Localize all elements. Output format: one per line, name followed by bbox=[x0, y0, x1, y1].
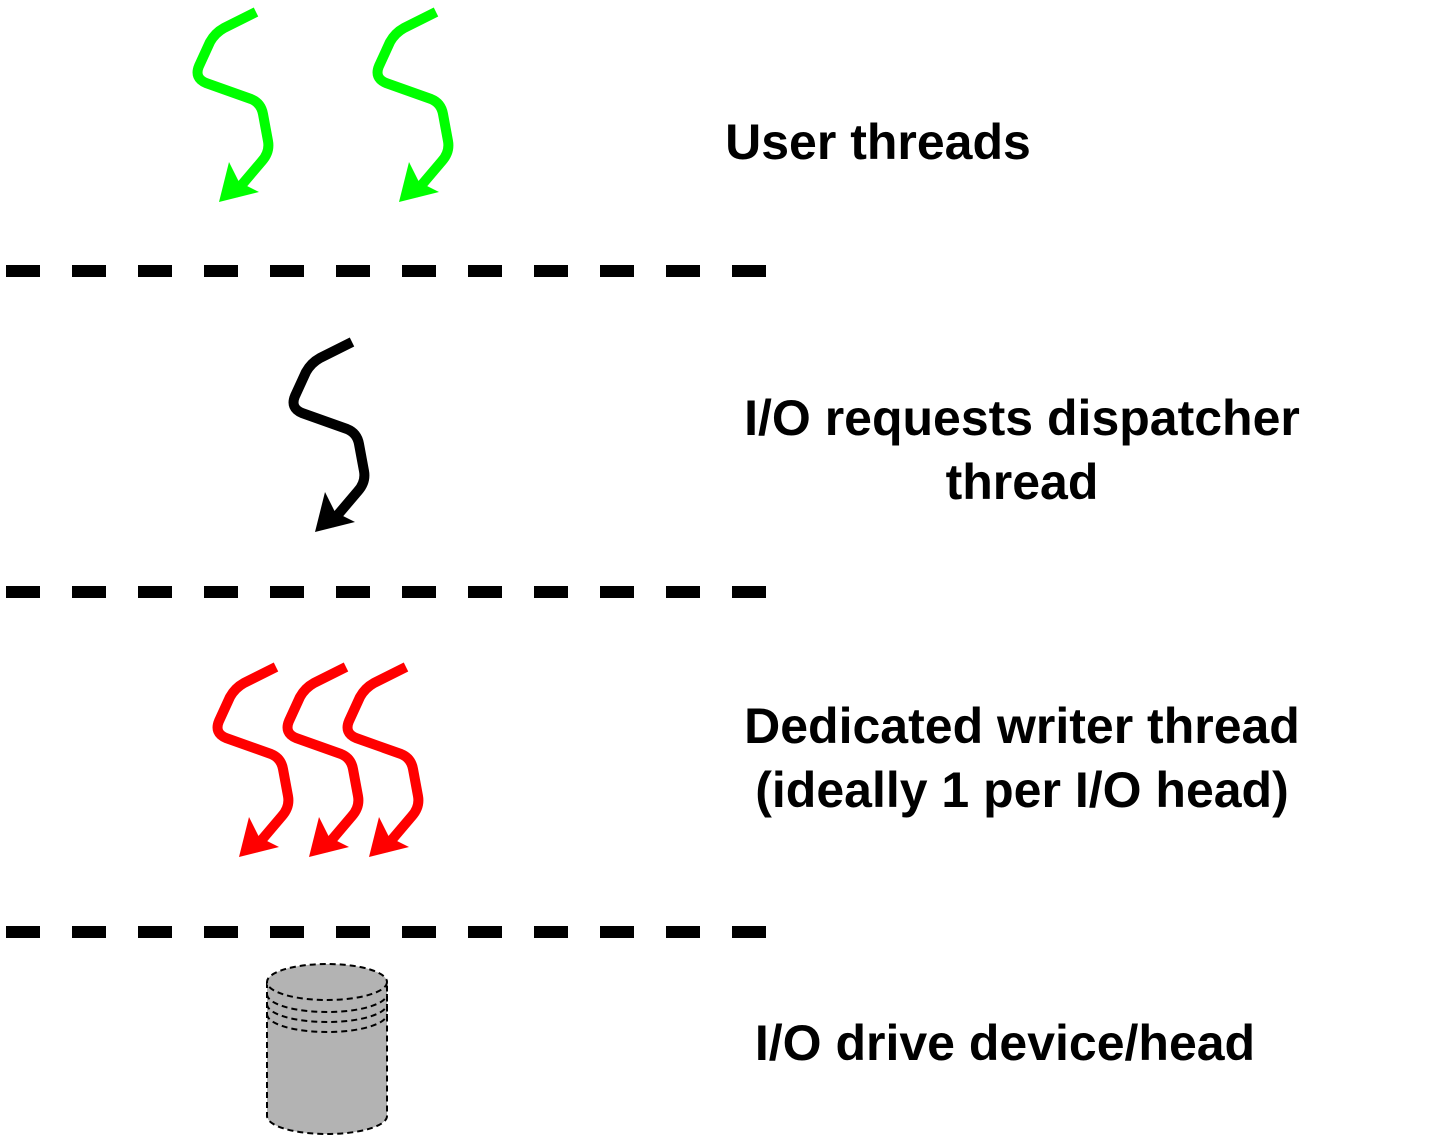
label-line: User threads bbox=[725, 114, 1031, 170]
user-threads-group bbox=[198, 12, 449, 202]
device-label: I/O drive device/head bbox=[700, 1011, 1310, 1075]
user-thread-icon bbox=[198, 12, 269, 202]
writer-thread-icon bbox=[288, 667, 359, 857]
user-thread-icon bbox=[378, 12, 449, 202]
label-line: thread bbox=[945, 454, 1099, 510]
label-line: Dedicated writer thread bbox=[744, 698, 1300, 754]
label-line: I/O drive device/head bbox=[754, 1015, 1256, 1071]
dispatcher-thread-icon bbox=[294, 342, 365, 532]
writer-threads-group bbox=[218, 667, 419, 857]
label-line: (ideally 1 per I/O head) bbox=[755, 762, 1289, 818]
writer-thread-label: Dedicated writer thread (ideally 1 per I… bbox=[712, 694, 1332, 822]
dispatcher-thread-label: I/O requests dispatcher thread bbox=[712, 386, 1332, 514]
dispatcher-thread-group bbox=[294, 342, 365, 532]
user-threads-label: User threads bbox=[708, 110, 1048, 174]
writer-thread-icon bbox=[348, 667, 419, 857]
label-line: I/O requests dispatcher bbox=[744, 390, 1300, 446]
disk-cylinder-icon bbox=[266, 963, 388, 1135]
writer-thread-icon bbox=[218, 667, 289, 857]
